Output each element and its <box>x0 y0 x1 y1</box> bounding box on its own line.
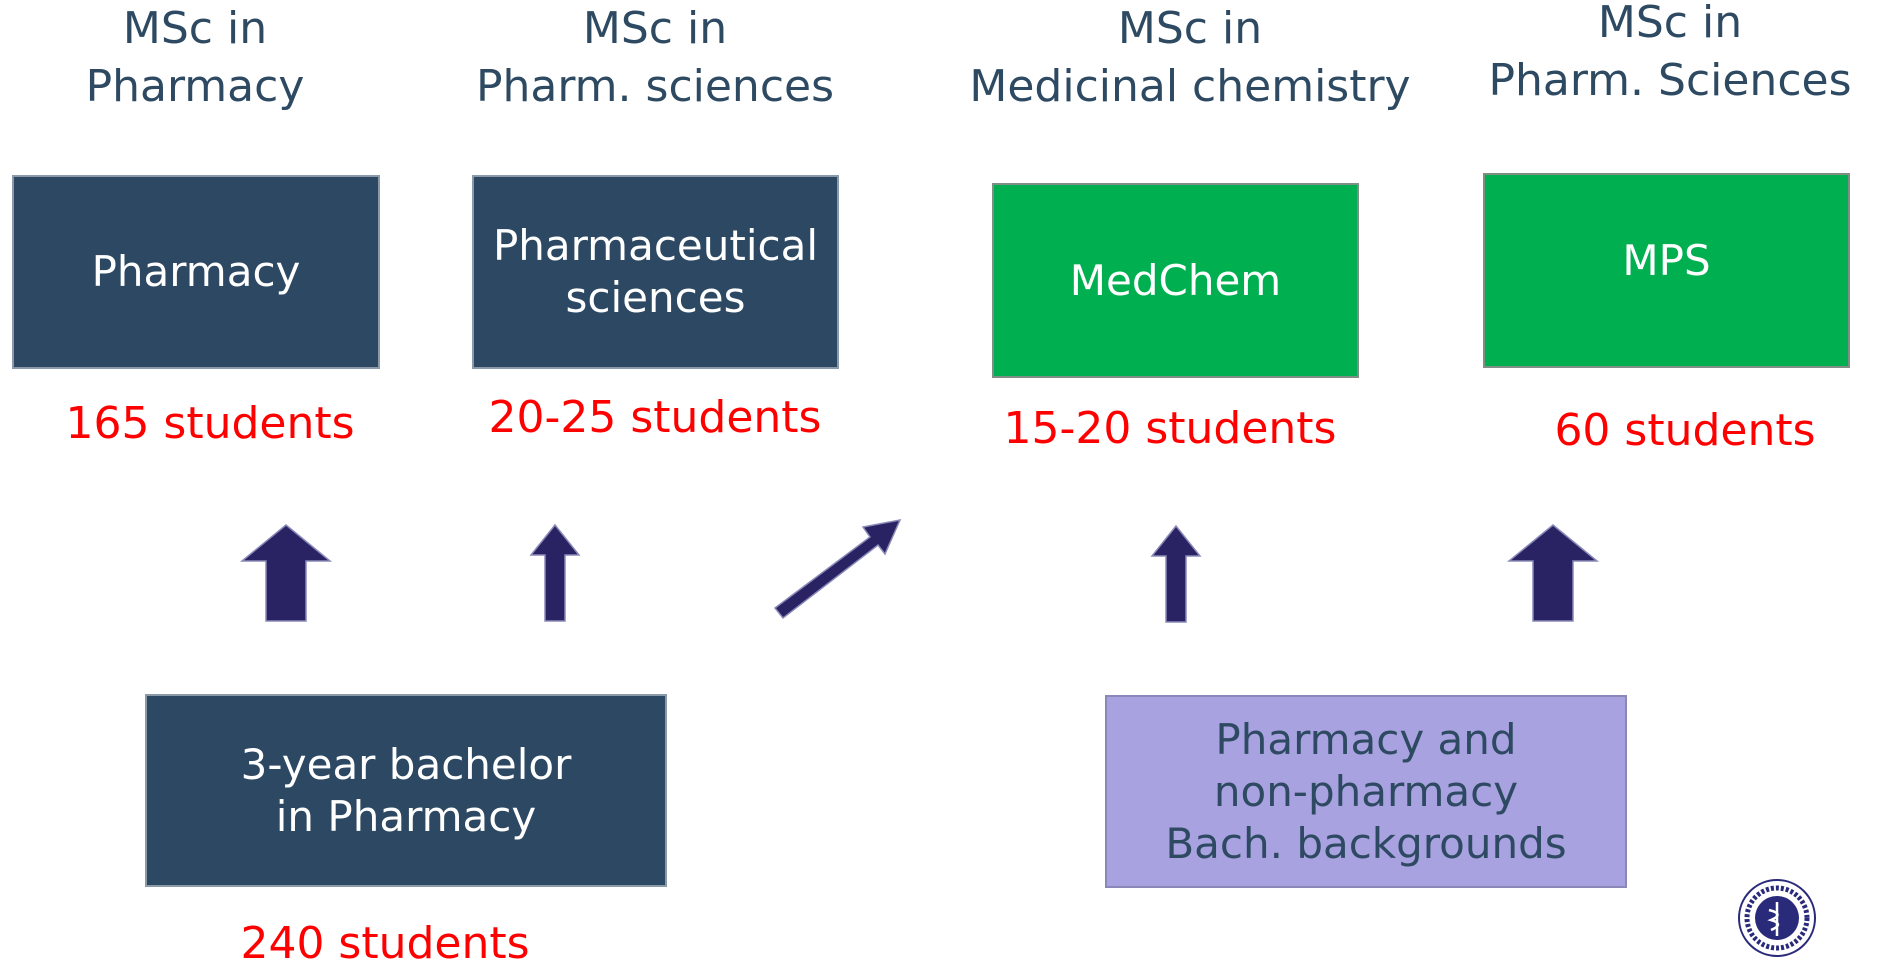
students-pharmacy: 165 students <box>65 398 355 449</box>
header-medicinal-chemistry: MSc in Medicinal chemistry <box>950 0 1430 116</box>
faculty-seal-icon <box>1738 879 1816 957</box>
header-pharm-sciences-line1: MSc in <box>582 3 728 54</box>
header-pharm-sciences: MSc in Pharm. sciences <box>455 0 855 116</box>
box-mps: MPS <box>1483 173 1850 368</box>
students-pharm-sciences: 20-25 students <box>488 392 822 443</box>
header-pharmacy: MSc in Pharmacy <box>55 0 335 116</box>
arrow-up-pharm-sciences <box>529 523 581 622</box>
header-mps: MSc in Pharm. Sciences <box>1465 0 1875 110</box>
box-other-backgrounds: Pharmacy and non-pharmacy Bach. backgrou… <box>1105 695 1627 888</box>
box-bachelor-pharmacy: 3-year bachelor in Pharmacy <box>145 694 667 887</box>
arrow-diagonal-medchem <box>773 518 902 620</box>
arrow-up-medchem <box>1150 524 1202 623</box>
header-mps-line1: MSc in <box>1597 0 1743 48</box>
header-mps-line2: Pharm. Sciences <box>1488 55 1852 106</box>
header-medicinal-chemistry-line1: MSc in <box>1117 3 1263 54</box>
box-pharmacy: Pharmacy <box>12 175 380 369</box>
arrow-up-mps <box>1506 524 1600 622</box>
header-pharm-sciences-line2: Pharm. sciences <box>475 61 834 112</box>
header-medicinal-chemistry-line2: Medicinal chemistry <box>969 61 1411 112</box>
box-pharmaceutical-sciences: Pharmaceutical sciences <box>472 175 839 369</box>
header-pharmacy-line2: Pharmacy <box>85 61 305 112</box>
arrow-up-pharmacy <box>239 524 333 622</box>
students-mps: 60 students <box>1554 405 1816 456</box>
box-medchem: MedChem <box>992 183 1359 378</box>
students-medchem: 15-20 students <box>1003 403 1337 454</box>
students-bachelor: 240 students <box>240 918 530 969</box>
header-pharmacy-line1: MSc in <box>122 3 268 54</box>
